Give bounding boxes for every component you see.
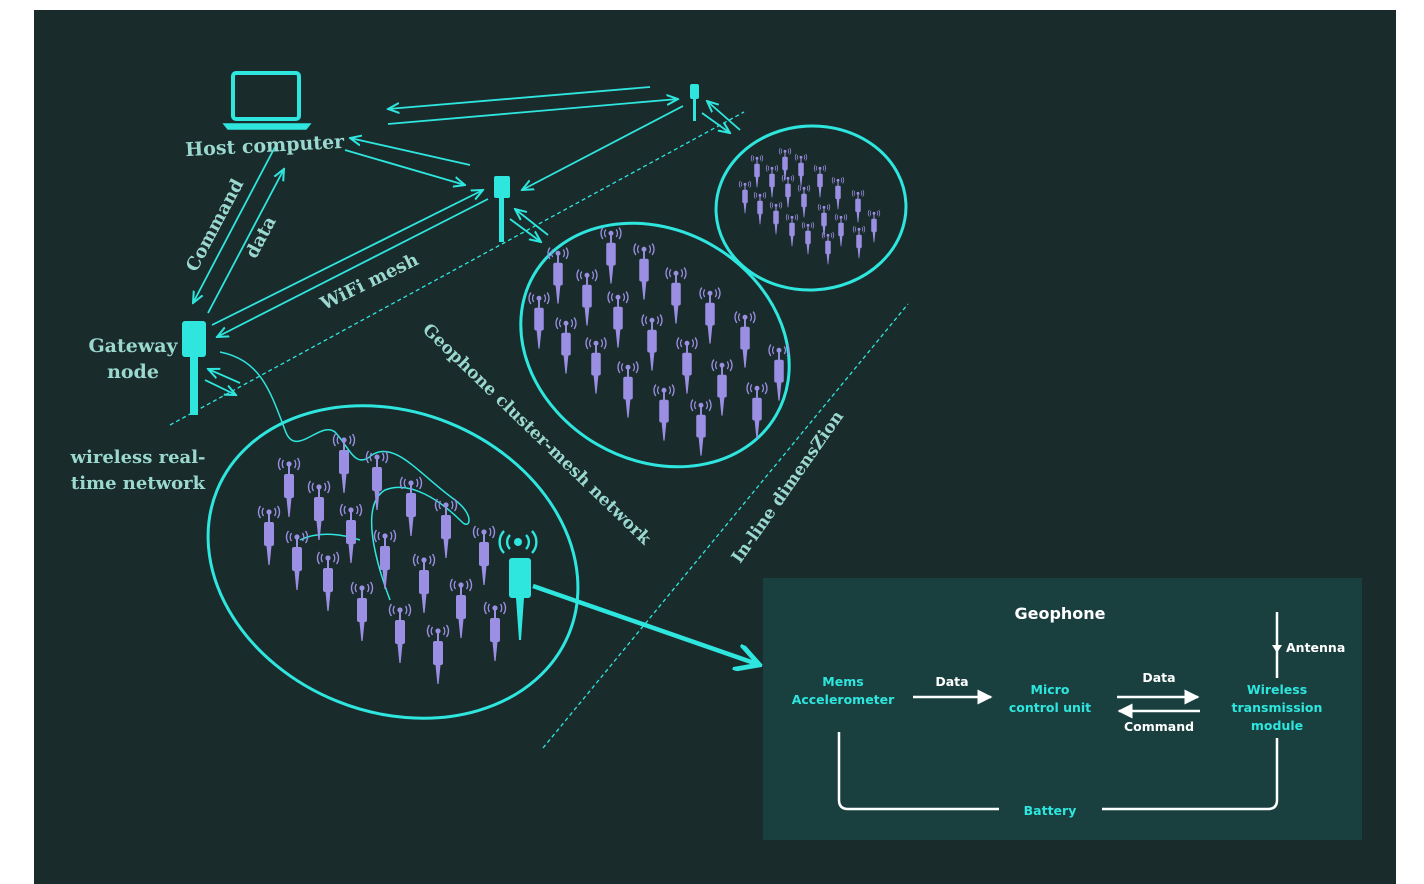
- mems-label-line1: Mems: [822, 674, 863, 689]
- battery-line-left: [837, 732, 999, 811]
- geophone-panel: [763, 578, 1362, 840]
- mems-label-line2: Accelerometer: [792, 692, 895, 707]
- wireless-network-label-line2: time network: [71, 473, 206, 494]
- wireless-network-label-line1: wireless real-: [70, 447, 206, 468]
- detail-arrow: [532, 583, 757, 664]
- battery-line-right: [1102, 738, 1279, 811]
- antenna-tower-icon: [494, 176, 510, 242]
- antenna-label: Antenna: [1286, 640, 1345, 655]
- battery-label: Battery: [1024, 803, 1077, 818]
- highlighted-geophone-icon: [509, 558, 531, 640]
- dashed-guides: [169, 111, 909, 749]
- wireless-signal-icon: [498, 530, 538, 554]
- laptop-icon: [222, 71, 312, 130]
- link-arrows: [193, 86, 741, 395]
- data-right-label: Data: [1142, 670, 1175, 685]
- mcu-label-line2: control unit: [1009, 700, 1091, 715]
- wireless-module-label-line3: module: [1251, 718, 1303, 733]
- wireless-module-label-line1: Wireless: [1247, 682, 1307, 697]
- antenna-arrow-head: [1272, 645, 1282, 653]
- panel-title: Geophone: [1014, 604, 1105, 623]
- cluster-ellipses: [206, 124, 908, 720]
- gateway-node-label-line2: node: [107, 361, 159, 383]
- wireless-module-label-line2: transmission: [1232, 700, 1323, 715]
- mcu-label-line1: Micro: [1031, 682, 1070, 697]
- gateway-antenna-icon: [182, 321, 206, 415]
- command-label-panel: Command: [1124, 719, 1194, 734]
- antenna-tower-icon: [690, 84, 699, 121]
- data-left-label: Data: [935, 674, 968, 689]
- gateway-node-label-line1: Gateway: [88, 335, 178, 357]
